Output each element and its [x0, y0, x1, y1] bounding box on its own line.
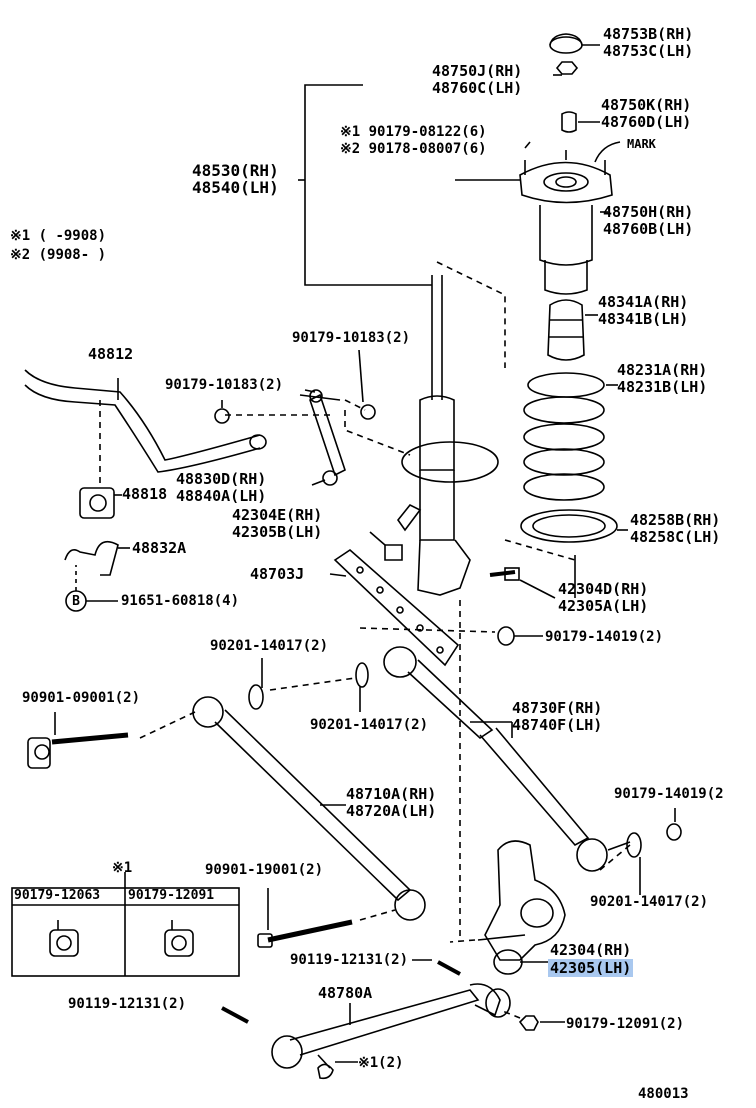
label-90201-14017-b: 90201-14017(2): [310, 717, 429, 733]
label-42304: 42304(RH): [550, 941, 632, 959]
stabilizer-bushing-part: [79, 487, 115, 519]
label-48840A: 48840A(LH): [176, 487, 267, 505]
inset-bushing-right: [164, 920, 194, 957]
inset-label-left: 90179-12063: [14, 888, 101, 903]
bump-stopper-part: [547, 299, 585, 361]
label-48703J: 48703J: [250, 565, 305, 583]
label-42305: 42305(LH): [548, 959, 634, 977]
inset-bushing-left: [49, 920, 79, 957]
label-48720A: 48720A(LH): [346, 802, 437, 820]
inset-label-right: 90179-12091: [128, 888, 215, 903]
label-48818: 48818: [122, 485, 168, 503]
label-42305-highlight: 42305(LH): [548, 959, 634, 977]
control-arm-48730f-part: [383, 646, 608, 872]
bolt-19001-part: [267, 919, 353, 943]
knuckle-42304-part: [477, 840, 566, 975]
bushing-part: [561, 111, 577, 133]
label-48812: 48812: [88, 345, 134, 363]
label-48231B: 48231B(LH): [617, 378, 708, 396]
label-91651-60818: 91651-60818(4): [121, 593, 240, 609]
label-42304D: 42304D(RH): [558, 580, 649, 598]
bolt-09001-part: [51, 732, 129, 745]
leader-48530: [304, 84, 432, 286]
coil-spring-part: [523, 372, 605, 501]
legend-note-2: ※2 (9908- ): [10, 247, 107, 263]
label-90901-19001: 90901-19001(2): [205, 862, 324, 878]
label-48730F: 48730F(RH): [512, 699, 603, 717]
label-48740F: 48740F(LH): [512, 716, 603, 734]
label-90179-12091: 90179-12091(2): [566, 1016, 685, 1032]
label-48832A: 48832A: [132, 539, 187, 557]
label-48341B: 48341B(LH): [598, 310, 689, 328]
label-48753C: 48753C(LH): [603, 42, 694, 60]
nut-14019-part: [497, 626, 515, 646]
label-90119-12131-b: 90119-12131(2): [68, 996, 187, 1012]
label-48530: 48530(RH): [192, 161, 279, 180]
upper-support-part: [519, 161, 613, 204]
label-48760C: 48760C(LH): [432, 79, 523, 97]
label-90901-09001: 90901-09001(2): [22, 690, 141, 706]
label-42305B: 42305B(LH): [232, 523, 323, 541]
label-90201-14017-a: 90201-14017(2): [210, 638, 329, 654]
bolt-42304e-part: [384, 544, 403, 561]
label-48750J: 48750J(RH): [432, 62, 523, 80]
dust-cap-part: [549, 36, 583, 54]
nut-part: [555, 61, 579, 75]
figure-number: 480013: [638, 1086, 689, 1102]
label-48710A: 48710A(RH): [346, 785, 437, 803]
label-48750H: 48750H(RH): [603, 203, 694, 221]
label-90179-08122: ※1 90179-08122(6): [340, 124, 487, 140]
stabilizer-link-part: [309, 393, 346, 477]
label-48760B: 48760B(LH): [603, 220, 694, 238]
stabilizer-bar-part: [24, 369, 261, 461]
label-42304E: 42304E(RH): [232, 506, 323, 524]
label-48830D: 48830D(RH): [176, 470, 267, 488]
label-90178-08007: ※2 90178-08007(6): [340, 141, 487, 157]
label-48760D: 48760D(LH): [601, 113, 692, 131]
washer-part: [248, 684, 264, 710]
label-48753B: 48753B(RH): [603, 25, 694, 43]
label-mark: MARK: [627, 137, 656, 151]
label-90179-14019-b: 90179-14019(2: [614, 786, 724, 802]
label-42305A: 42305A(LH): [558, 597, 649, 615]
lower-arm-48780a-part: [271, 983, 511, 1069]
label-48780A: 48780A: [318, 984, 373, 1002]
control-arm-48710a-part: [192, 696, 426, 921]
spring-insulator-part: [520, 509, 618, 543]
label-90201-14017-c: 90201-14017(2): [590, 894, 709, 910]
label-90179-10183-a: 90179-10183(2): [292, 330, 411, 346]
label-48540: 48540(LH): [192, 178, 279, 197]
legend-note-1: ※1 ( -9908): [10, 228, 107, 244]
label-90119-12131-a: 90119-12131(2): [290, 952, 409, 968]
inset-mark: ※1: [112, 860, 133, 876]
label-90179-10183-b: 90179-10183(2): [165, 377, 284, 393]
label-48258B: 48258B(RH): [630, 511, 721, 529]
stabilizer-bracket-part: [64, 540, 119, 576]
shock-absorber-part: [397, 275, 499, 596]
label-48231A: 48231A(RH): [617, 361, 708, 379]
label-48341A: 48341A(RH): [598, 293, 689, 311]
callout-b-label: B: [72, 594, 80, 609]
label-90179-14019-a: 90179-14019(2): [545, 629, 664, 645]
label-star1: ※1(2): [358, 1055, 404, 1071]
label-48258C: 48258C(LH): [630, 528, 721, 546]
label-48750K: 48750K(RH): [601, 96, 692, 114]
